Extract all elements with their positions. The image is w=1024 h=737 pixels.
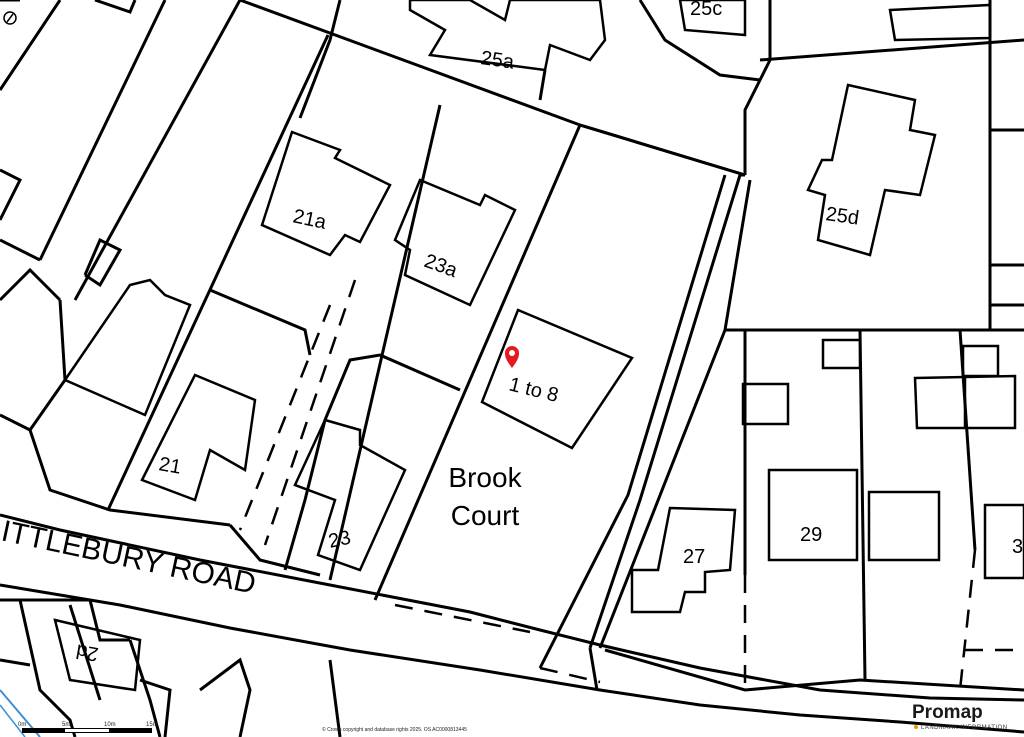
copyright-notice: © Crown copyright and database rights 20… bbox=[322, 726, 467, 733]
north-east-boundaries bbox=[604, 0, 1024, 692]
building-21a bbox=[260, 130, 392, 257]
building-east-1 bbox=[867, 490, 941, 562]
label-29: 29 bbox=[800, 524, 822, 546]
buildings bbox=[53, 0, 1024, 692]
label-2d: 2d bbox=[74, 639, 100, 665]
label-1-to-8: 1 to 8 bbox=[507, 374, 561, 407]
building-29 bbox=[767, 468, 859, 562]
scale-tick-15m: 15m bbox=[146, 722, 158, 728]
brand-tagline: LANDMARK INFORMATION bbox=[921, 725, 1008, 731]
brand-dot-icon bbox=[914, 725, 918, 729]
location-pin-icon bbox=[505, 346, 519, 368]
building-25c bbox=[678, 0, 747, 37]
building-23a bbox=[393, 178, 517, 307]
building-garage bbox=[741, 382, 790, 426]
scale-tick-5m: 5m bbox=[62, 722, 70, 728]
building-shed-1 bbox=[821, 338, 862, 370]
building-top-right bbox=[888, 3, 992, 42]
label-23: 23 bbox=[326, 527, 352, 553]
dashed-boundaries bbox=[238, 279, 1024, 691]
label-23a: 23a bbox=[421, 250, 461, 282]
building-23 bbox=[293, 418, 407, 572]
building-1-to-8 bbox=[480, 308, 634, 450]
building-21 bbox=[140, 373, 257, 502]
brand-name: Promap bbox=[912, 702, 983, 723]
south-boundaries bbox=[0, 598, 342, 737]
scale-tick-0m: 0m bbox=[18, 722, 26, 728]
promap-logo: Promap LANDMARK INFORMATION bbox=[912, 702, 1008, 731]
watercourse-line-2 bbox=[0, 704, 26, 737]
label-27: 27 bbox=[683, 546, 705, 568]
label-25c: 25c bbox=[690, 0, 722, 20]
label-21: 21 bbox=[157, 453, 183, 479]
building-25d bbox=[806, 83, 937, 257]
scale-bar: 0m 5m 10m 15m bbox=[18, 722, 158, 733]
label-21a: 21a bbox=[291, 205, 329, 234]
building-27 bbox=[630, 506, 737, 614]
building-shed-2 bbox=[961, 344, 1000, 378]
building-25a bbox=[408, 0, 607, 72]
building-2d bbox=[53, 618, 142, 692]
street-name-label: ITTLEBURY ROAD bbox=[0, 515, 259, 601]
area-label-court: Court bbox=[451, 500, 520, 531]
road-edges bbox=[0, 513, 1024, 734]
building-3 bbox=[983, 503, 1024, 580]
plot-boundaries bbox=[0, 0, 746, 601]
label-25a: 25a bbox=[479, 47, 516, 74]
area-label-brook: Brook bbox=[448, 462, 522, 493]
north-arrow-icon bbox=[3, 11, 17, 25]
building-west bbox=[63, 278, 192, 417]
access-lane bbox=[538, 174, 752, 669]
scale-tick-10m: 10m bbox=[104, 722, 116, 728]
label-25d: 25d bbox=[824, 203, 860, 229]
label-3: 3 bbox=[1012, 536, 1023, 558]
